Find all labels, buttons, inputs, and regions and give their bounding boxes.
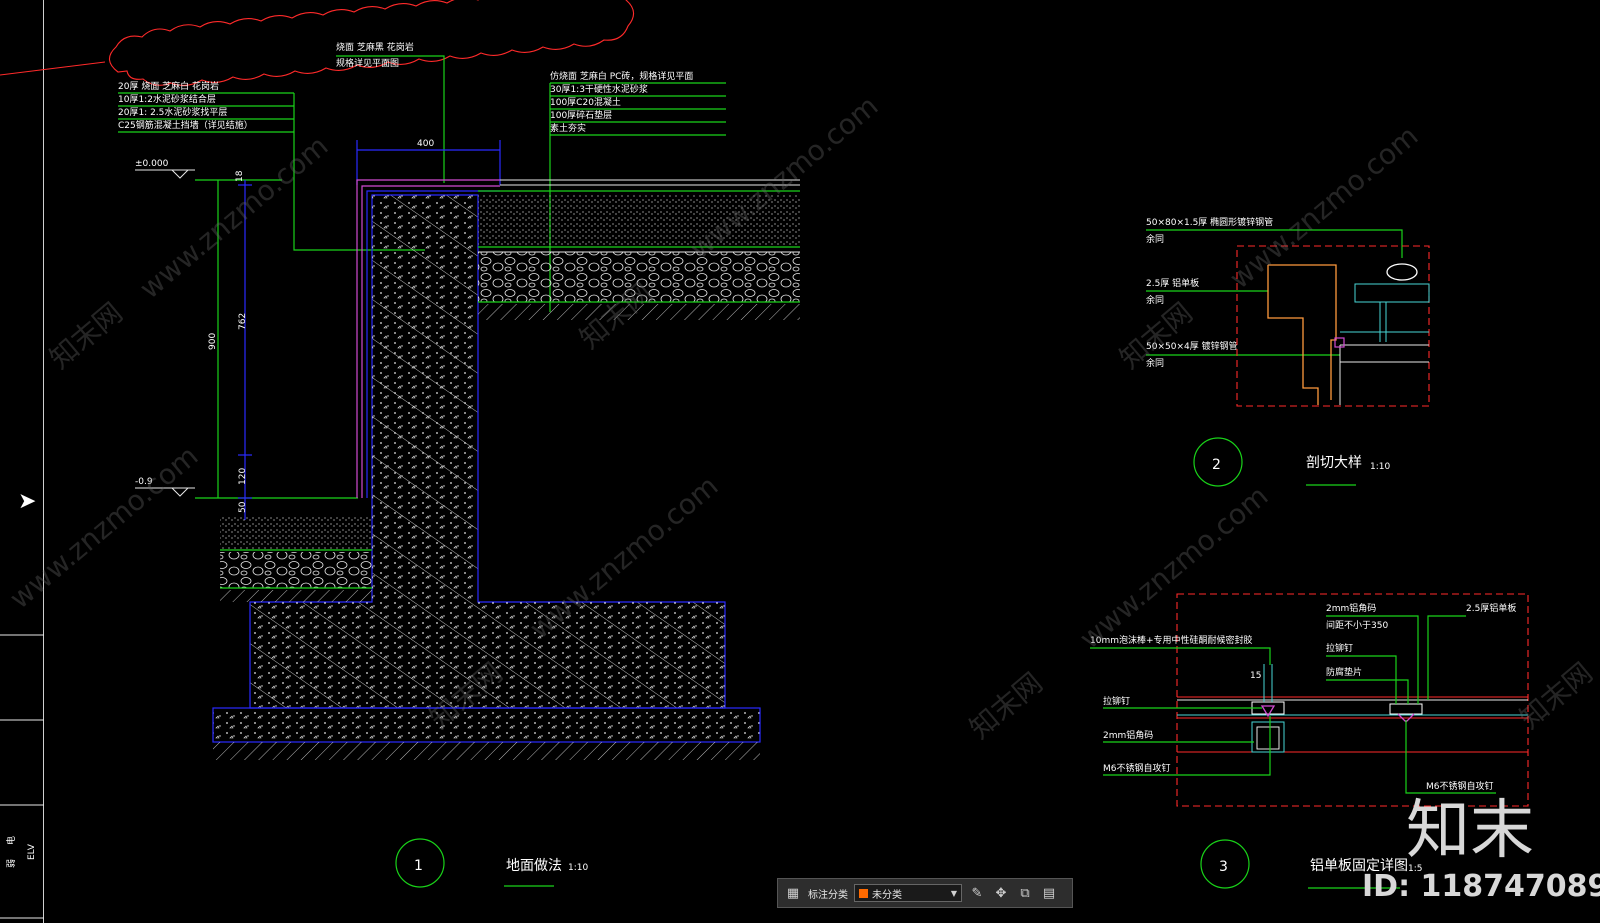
d2-label-2-sub: 余同 bbox=[1146, 294, 1164, 306]
d1-right-layer-5: 素土夯实 bbox=[550, 122, 586, 134]
revision-cloud bbox=[108, 0, 635, 86]
watermark-text-6: www.znzmo.com bbox=[1073, 479, 1274, 655]
d3-scale: 1:5 bbox=[1408, 864, 1422, 874]
paste-icon[interactable]: ▤ bbox=[1042, 885, 1056, 901]
image-id: ID: 1187470894 bbox=[1362, 869, 1600, 904]
d1-right-layer-4: 100厚碎石垫层 bbox=[550, 109, 612, 121]
d3-label-panel: 2.5厚铝单板 bbox=[1466, 602, 1516, 614]
d1-dim-50: 50 bbox=[238, 501, 248, 513]
d2-number: 2 bbox=[1212, 457, 1221, 473]
d3-label-screw-left: M6不锈钢自攻钉 bbox=[1103, 762, 1171, 774]
d1-dim-400: 400 bbox=[417, 139, 434, 149]
d1-right-layer-2: 30厚1:3干硬性水泥砂浆 bbox=[550, 83, 648, 95]
watermark-text-3: www.znzmo.com bbox=[3, 439, 204, 615]
d1-cloud-note-2: 规格详见平面图 bbox=[336, 57, 399, 69]
d1-left-layer-4: C25钢筋混凝土挡墙（详见结施） bbox=[118, 119, 253, 131]
copy-icon[interactable]: ⧉ bbox=[1020, 885, 1030, 901]
watermark-brand-6: 知末网 bbox=[1513, 656, 1599, 735]
d1-elev-bottom: -0.9 bbox=[135, 477, 153, 487]
move-icon[interactable]: ✥ bbox=[995, 885, 1007, 901]
d1-dim-900: 900 bbox=[208, 333, 218, 350]
d2-label-3-sub: 余同 bbox=[1146, 357, 1164, 369]
d3-label-pad: 防腐垫片 bbox=[1326, 666, 1362, 678]
sidebar-grid: 弱 电 ELV bbox=[0, 634, 44, 919]
d3-label-corner-left: 2mm铝角码 bbox=[1103, 729, 1153, 741]
annotation-toolbar: ▦ 标注分类 未分类 ▼ ✎ ✥ ⧉ ▤ bbox=[777, 878, 1073, 908]
d2-label-2: 2.5厚 铝单板 bbox=[1146, 277, 1199, 289]
d2-scale: 1:10 bbox=[1370, 462, 1390, 472]
d1-left-layer-3: 20厚1: 2.5水泥砂浆找平层 bbox=[118, 106, 227, 118]
d1-left-layer-2: 10厚1:2水泥砂浆结合层 bbox=[118, 93, 216, 105]
d1-title: 地面做法 bbox=[506, 858, 562, 874]
detail-3-section: 10mm泡沫棒+专用中性硅酮耐候密封胶 15 2mm铝角码 间距不小于350 拉… bbox=[1090, 593, 1529, 889]
left-sidebar-strip bbox=[0, 0, 44, 923]
d3-label-rivet-left: 拉铆钉 bbox=[1103, 695, 1130, 707]
watermark-brand-5: 知末网 bbox=[963, 666, 1049, 745]
d3-title: 铝单板固定详图 bbox=[1310, 858, 1408, 874]
d1-left-layer-1: 20厚 烧面 芝麻白 花岗岩 bbox=[118, 80, 219, 92]
d1-cloud-note-1: 烧面 芝麻黑 花岗岩 bbox=[336, 41, 414, 53]
d3-label-15: 15 bbox=[1250, 671, 1261, 681]
watermark-layer: 知末网 www.znzmo.com 知末网 www.znzmo.com www.… bbox=[3, 89, 1599, 745]
d2-title: 剖切大样 bbox=[1306, 455, 1362, 471]
chevron-down-icon: ▼ bbox=[950, 888, 957, 898]
grid-icon[interactable]: ▦ bbox=[786, 885, 800, 901]
d1-dim-18: 18 bbox=[235, 170, 245, 182]
expand-arrow-icon[interactable]: ➤ bbox=[18, 489, 37, 514]
d3-label-rivet: 拉铆钉 bbox=[1326, 642, 1353, 654]
d1-elev-top: ±0.000 bbox=[135, 159, 169, 169]
detail-1-floor-section: 烧面 芝麻黑 花岗岩 规格详见平面图 20厚 烧面 芝麻白 花岗岩 10厚1:2… bbox=[118, 41, 800, 888]
d3-label-screw-right: M6不锈钢自攻钉 bbox=[1426, 780, 1494, 792]
detail-2-section: 50×80×1.5厚 椭圆形镀锌钢管 余同 2.5厚 铝单板 余同 50×50×… bbox=[1146, 216, 1430, 487]
d3-number: 3 bbox=[1219, 859, 1228, 875]
category-select[interactable]: 未分类 ▼ bbox=[854, 884, 962, 902]
d1-scale: 1:10 bbox=[568, 863, 588, 873]
category-selected-value: 未分类 bbox=[872, 889, 902, 901]
watermark-text-5: www.znzmo.com bbox=[1223, 119, 1424, 295]
d3-label-top-left: 10mm泡沫棒+专用中性硅酮耐候密封胶 bbox=[1090, 634, 1253, 646]
sidebar-label-2: 电 bbox=[5, 836, 17, 845]
edit-icon[interactable]: ✎ bbox=[971, 885, 983, 901]
d1-dim-120: 120 bbox=[238, 468, 248, 485]
brand-logo: 知末 bbox=[1406, 794, 1534, 868]
watermark-brand-1: 知末网 bbox=[43, 296, 129, 375]
d2-label-3: 50×50×4厚 镀锌钢管 bbox=[1146, 340, 1238, 352]
d2-label-1-sub: 余同 bbox=[1146, 233, 1164, 245]
sidebar-label-3: ELV bbox=[27, 843, 37, 860]
d1-right-layer-1: 仿烧面 芝麻白 PC砖，规格详见平面 bbox=[550, 70, 693, 82]
d3-label-spacing: 间距不小于350 bbox=[1326, 619, 1388, 631]
d1-number: 1 bbox=[414, 858, 423, 874]
d2-label-1: 50×80×1.5厚 椭圆形镀锌钢管 bbox=[1146, 216, 1273, 228]
revision-leader-line bbox=[0, 61, 106, 76]
sidebar-label-1: 弱 bbox=[6, 859, 17, 868]
category-swatch bbox=[859, 888, 868, 898]
watermark-text-1: www.znzmo.com bbox=[133, 129, 334, 305]
d1-right-layer-3: 100厚C20混凝土 bbox=[550, 96, 621, 108]
toolbar-label: 标注分类 bbox=[808, 889, 848, 901]
d1-dim-762: 762 bbox=[238, 313, 248, 330]
d3-label-corner: 2mm铝角码 bbox=[1326, 602, 1376, 614]
